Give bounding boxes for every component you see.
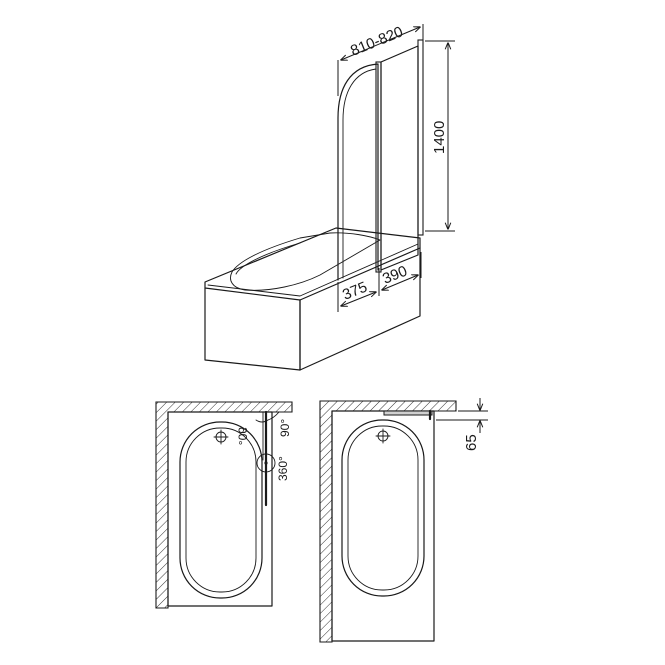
glass-screen [337,39,424,281]
glass-panel-folded [383,410,433,416]
plan-view-left: 90° 90° 360° [155,401,293,609]
plan-view-right: 65 [319,398,488,643]
dim-offset-label: 65 [463,434,480,451]
angle-a-label: 90° [236,427,250,445]
dim-fixed-panel-label: 375 [340,279,370,304]
wall-profile [417,39,424,236]
angle-rotation-label: 360° [276,456,290,481]
rotation-indicator [256,453,276,473]
fixed-glass-panel [337,63,379,281]
dim-height-label: 1400 [431,121,448,154]
drain-icon [213,429,229,445]
dim-total-width-label: 810-820 [348,23,405,59]
dim-offset: 65 [436,398,488,451]
drain-icon [375,428,391,444]
angle-b-label: 90° [278,419,292,437]
bathtub-3d [204,227,421,371]
swing-glass-panel [380,45,419,271]
dim-height: 1400 [425,40,455,232]
dim-swing-panel-label: 390 [380,263,410,288]
perspective-view: 810-820 1400 375 390 [204,23,455,371]
